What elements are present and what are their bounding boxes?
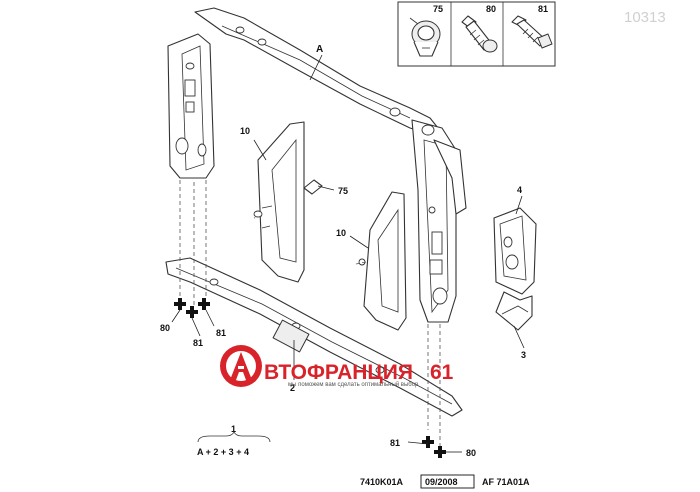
formula-number: 1 xyxy=(231,424,236,434)
inset-label-80: 80 xyxy=(486,4,496,14)
bracket-3 xyxy=(495,291,533,331)
fastener-markers xyxy=(174,298,446,458)
callout-80-bottom: 80 xyxy=(466,448,476,458)
bracket-4 xyxy=(493,207,537,295)
callout-10-left: 10 xyxy=(240,126,250,136)
clip-75-icon xyxy=(303,179,323,195)
watermark-logo-icon xyxy=(220,345,262,387)
footer-ref-1: 7410K01A xyxy=(360,477,404,487)
fastener-marker xyxy=(198,298,210,310)
bolt-80-icon xyxy=(461,15,498,53)
fastener-marker xyxy=(422,436,434,448)
bolt-81-icon xyxy=(511,15,553,49)
callout-81-bottom: 81 xyxy=(390,438,400,448)
callout-81-left-bottom: 81 xyxy=(193,338,203,348)
callout-a: A xyxy=(316,44,323,55)
fastener-marker xyxy=(434,446,446,458)
fastener-marker xyxy=(174,298,186,310)
formula-expression: A + 2 + 3 + 4 xyxy=(197,447,249,457)
leader-lines xyxy=(171,54,525,453)
callout-81-left-top: 81 xyxy=(216,328,226,338)
footer: 7410K01A 09/2008 AF 71A01A xyxy=(360,474,530,489)
assembly-formula: 1 A + 2 + 3 + 4 xyxy=(197,424,271,457)
footer-date: 09/2008 xyxy=(425,477,458,487)
fastener-marker xyxy=(186,306,198,318)
callout-80-left: 80 xyxy=(160,323,170,333)
watermark-tagline: мы поможем вам сделать оптимальный выбор xyxy=(288,381,419,388)
watermark-brand: ВТОФРАНЦИЯ xyxy=(264,361,413,384)
callout-3: 3 xyxy=(521,350,526,360)
assembly-guides xyxy=(179,180,441,446)
watermark: ВТОФРАНЦИЯ 61 мы поможем вам сделать опт… xyxy=(220,345,454,388)
callout-2: 2 xyxy=(290,383,295,393)
inset-label-75: 75 xyxy=(433,4,443,14)
callouts: A 10 75 10 4 3 2 80 81 81 81 80 xyxy=(160,44,526,458)
footer-ref-2: AF 71A01A xyxy=(482,477,530,487)
footer-date-box xyxy=(420,474,475,489)
watermark-number: 61 xyxy=(430,361,454,384)
callout-10-right: 10 xyxy=(336,228,346,238)
front-end-carrier-a xyxy=(165,7,467,417)
clip-75-icon xyxy=(409,17,441,57)
air-deflector-left xyxy=(253,121,305,283)
corner-id: 10313 xyxy=(624,9,666,26)
callout-4: 4 xyxy=(517,185,522,195)
inset-label-81: 81 xyxy=(538,4,548,14)
fastener-inset: 75 80 81 xyxy=(397,1,556,67)
air-deflector-right xyxy=(358,191,407,331)
callout-75: 75 xyxy=(338,186,348,196)
